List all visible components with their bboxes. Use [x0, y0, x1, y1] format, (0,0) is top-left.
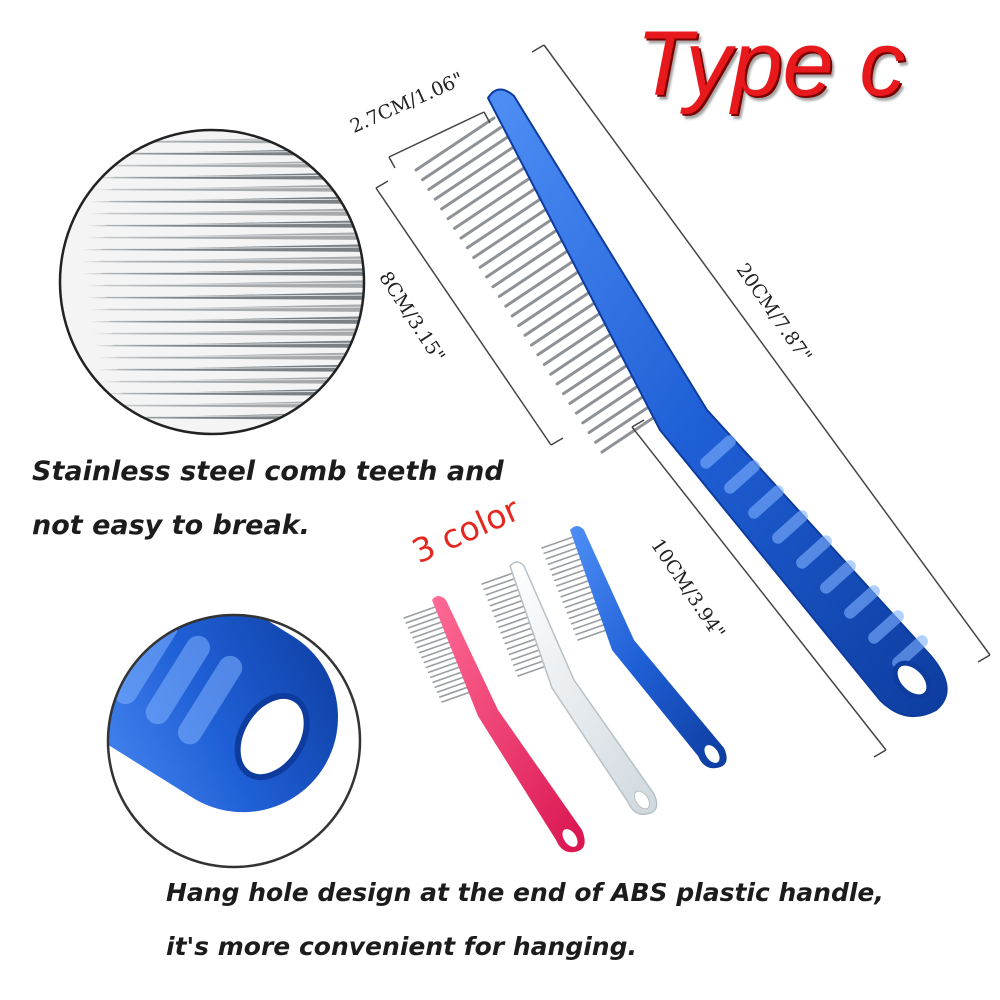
teeth-caption-line-2: not easy to break.	[32, 510, 310, 541]
blue-comb-large	[414, 88, 948, 717]
teeth-closeup	[58, 128, 366, 436]
product-type-title: Type c	[636, 13, 906, 115]
blue-comb-small	[541, 526, 727, 769]
handle-closeup	[106, 613, 362, 869]
teeth-caption-line-1: Stainless steel comb teeth and	[32, 456, 504, 487]
handle-caption-line-2: it's more convenient for hanging.	[166, 932, 637, 961]
clear-comb	[481, 561, 658, 815]
pink-comb	[403, 596, 585, 853]
dimension-lines	[375, 44, 991, 758]
handle-caption-line-1: Hang hole design at the end of ABS plast…	[166, 878, 884, 907]
